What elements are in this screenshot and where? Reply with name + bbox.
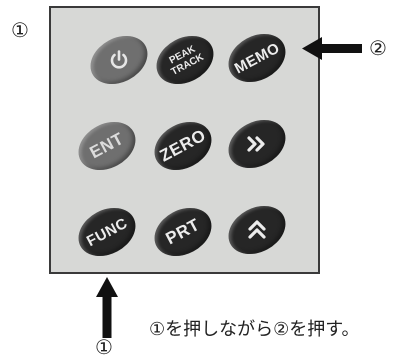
memo-button[interactable]: MEMO bbox=[220, 24, 294, 92]
arrow-left-icon bbox=[302, 37, 362, 60]
func-label: FUNC bbox=[83, 214, 131, 250]
func-button[interactable]: FUNC bbox=[70, 198, 144, 266]
power-icon bbox=[110, 50, 128, 69]
instruction-text: ①を押しながら②を押す。 bbox=[149, 319, 360, 340]
double-chevron-right-icon bbox=[247, 136, 265, 152]
double-chevron-up-icon bbox=[248, 220, 266, 239]
up-button[interactable] bbox=[220, 196, 294, 264]
power-button[interactable] bbox=[82, 26, 156, 94]
prt-button[interactable]: PRT bbox=[146, 198, 220, 266]
zero-button[interactable]: ZERO bbox=[146, 112, 220, 180]
marker-1-top-left: ① bbox=[11, 18, 29, 42]
marker-2-right: ② bbox=[369, 36, 387, 60]
zero-label: ZERO bbox=[156, 125, 209, 166]
arrow-up-icon bbox=[96, 277, 118, 338]
ent-label: ENT bbox=[86, 128, 127, 163]
keypad-panel: PEAK TRACK MEMO ENT ZERO FUNC PRT bbox=[49, 6, 320, 274]
prt-label: PRT bbox=[162, 214, 203, 249]
memo-label: MEMO bbox=[231, 39, 283, 77]
peak-track-button[interactable]: PEAK TRACK bbox=[148, 26, 222, 94]
ent-button[interactable]: ENT bbox=[70, 112, 144, 180]
next-button[interactable] bbox=[220, 110, 294, 178]
marker-1-bottom: ① bbox=[95, 335, 113, 359]
